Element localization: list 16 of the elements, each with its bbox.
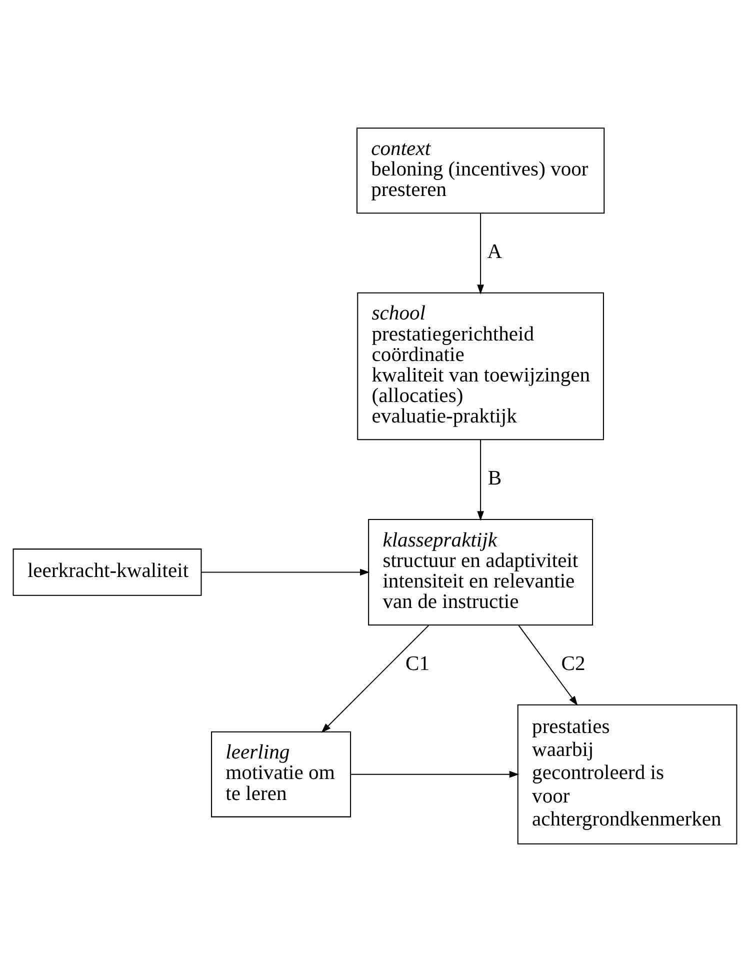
node-box: klassepraktijk structuur en adaptiviteit intensiteit en relevantie van de instructie (368, 518, 594, 626)
node-box: school prestatiegerichtheid coördinatie kwaliteit van toewijzingen (allocaties) evaluatie-praktijk (357, 292, 604, 440)
node-box: leerkracht-kwaliteit (12, 548, 202, 596)
arrow (321, 624, 430, 732)
node-box: context beloning (incentives) voor presteren (356, 127, 605, 214)
edge-label: C1 (405, 652, 430, 674)
node-box: leerling motivatie om te leren (211, 730, 352, 817)
edge-label: C2 (561, 652, 586, 674)
arrow (201, 568, 370, 576)
arrow (350, 770, 520, 778)
edge-label: B (488, 466, 502, 489)
node-box: prestaties waarbij gecontroleerd is voor achtergrondkenmerken (517, 704, 738, 844)
arrow (477, 212, 484, 294)
edge-label: A (487, 240, 501, 262)
arrow (477, 439, 484, 520)
arrow (518, 624, 578, 706)
